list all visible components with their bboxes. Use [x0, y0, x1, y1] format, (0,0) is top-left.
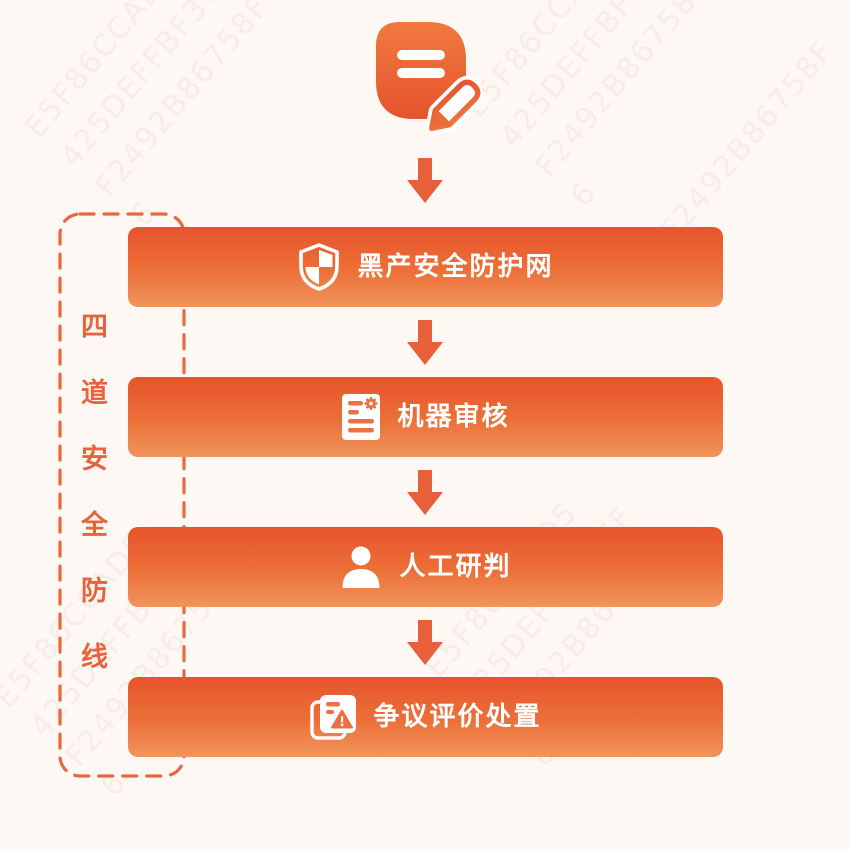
person-icon: [342, 546, 380, 588]
flow-arrow-icon: [407, 470, 443, 515]
defense-group-label-char: 安: [81, 444, 108, 475]
watermark-text: E5F86CCAD5 425DEFFBF37F F2492B86758F 6: [458, 0, 717, 214]
step-bar-dispute-handling: 争议评价处置: [128, 677, 723, 757]
flow-arrow-icon: [407, 320, 443, 365]
step-label: 机器审核: [397, 402, 510, 432]
gear-icon: [364, 397, 378, 410]
defense-group-label-char: 四: [81, 312, 108, 343]
step-label: 争议评价处置: [373, 702, 542, 732]
defense-group-label-char: 道: [81, 378, 108, 409]
defense-group-label-char: 防: [81, 576, 108, 607]
step-bar-manual-judgment: 人工研判: [128, 527, 723, 607]
flow-arrow-icon: [407, 158, 443, 203]
note-pencil-icon: [376, 22, 482, 135]
shield-check-icon: [299, 243, 340, 291]
dispute-docs-warning-icon: [310, 695, 357, 740]
warning-triangle-icon: [331, 709, 354, 729]
step-bar-black-market-protection: 黑产安全防护网: [128, 227, 723, 307]
machine-review-doc-icon: [342, 394, 381, 440]
defense-group-frame: [58, 212, 186, 778]
step-label: 黑产安全防护网: [357, 252, 554, 282]
defense-group-label-char: 全: [81, 510, 108, 541]
watermark-text: E5F86CCAD5 425DEFFBF37F F2492B86758F 6: [18, 0, 277, 234]
defense-group-label-char: 线: [81, 642, 108, 673]
defense-group-label: 四 道 安 全 防 线: [81, 314, 108, 671]
flow-arrow-icon: [407, 620, 443, 665]
step-label: 人工研判: [399, 552, 512, 582]
step-bar-machine-review: 机器审核: [128, 377, 723, 457]
